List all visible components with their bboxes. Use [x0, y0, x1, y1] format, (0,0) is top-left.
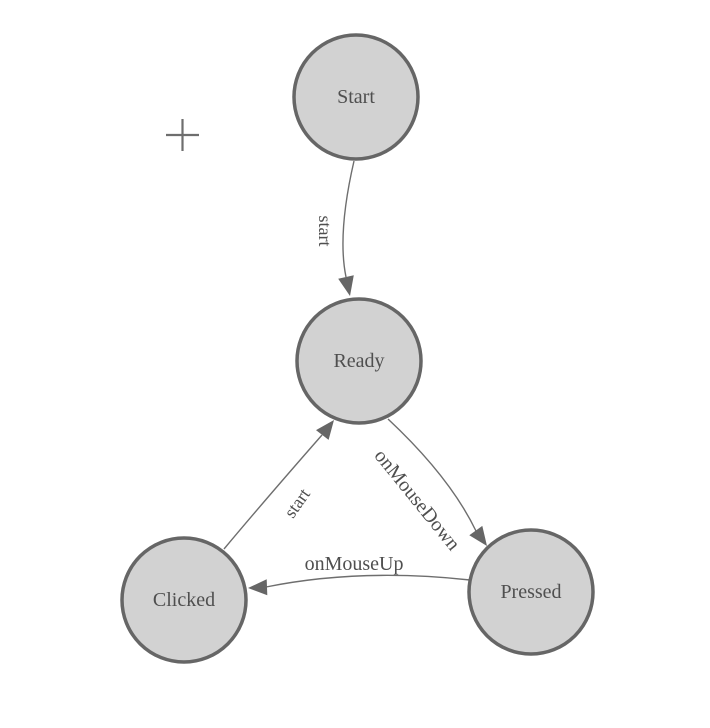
arrowhead-into-ready-from-clicked	[316, 420, 334, 440]
edge-ready-to-pressed-line[interactable]	[387, 418, 477, 532]
state-node-ready[interactable]: Ready	[295, 297, 423, 425]
edge-start-to-ready-line[interactable]	[342, 160, 355, 278]
state-node-pressed-circle[interactable]	[467, 528, 595, 656]
edge-pressed-to-clicked[interactable]: onMouseUp	[248, 553, 471, 596]
arrowhead-into-clicked	[248, 579, 268, 596]
edge-label-clicked-to-ready: start	[280, 485, 314, 522]
state-node-pressed[interactable]: Pressed	[467, 528, 595, 656]
edge-start-to-ready[interactable]: start	[315, 160, 355, 296]
state-node-start[interactable]: Start	[292, 33, 420, 161]
origin-cross-marker	[166, 119, 199, 151]
edge-clicked-to-ready-line[interactable]	[223, 434, 323, 550]
state-node-clicked-circle[interactable]	[120, 536, 248, 664]
edge-ready-to-pressed[interactable]: onMouseDown	[370, 418, 487, 555]
edge-label-start-to-ready: start	[315, 216, 335, 247]
edge-pressed-to-clicked-line[interactable]	[265, 574, 471, 588]
arrowhead-into-ready-from-start	[338, 275, 354, 296]
edge-clicked-to-ready[interactable]: start	[223, 420, 334, 550]
state-node-ready-circle[interactable]	[295, 297, 423, 425]
state-node-clicked[interactable]: Clicked	[120, 536, 248, 664]
arrowhead-into-pressed	[469, 525, 487, 546]
edge-label-pressed-to-clicked: onMouseUp	[305, 553, 404, 575]
edge-label-ready-to-pressed: onMouseDown	[370, 445, 465, 555]
state-node-start-circle[interactable]	[292, 33, 420, 161]
